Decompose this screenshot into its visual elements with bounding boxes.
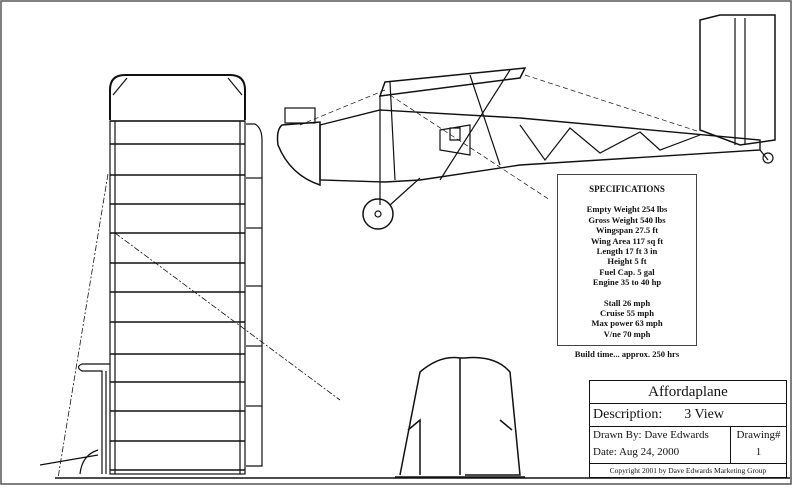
title-block: Affordaplane Description: 3 View Drawn By…	[589, 380, 787, 478]
spec-item: Engine 35 to 40 hp	[592, 277, 662, 288]
performance-item: V/ne 70 mph	[603, 328, 651, 339]
spec-item: Gross Weight 540 lbs	[588, 214, 666, 225]
fuselage-end-view	[39, 173, 341, 479]
copyright: Copyright 2001 by Dave Edwards Marketing…	[609, 466, 767, 475]
performance-item: Max power 63 mph	[591, 318, 663, 329]
spec-item: Empty Weight 254 lbs	[586, 204, 668, 215]
spec-item: Fuel Cap. 5 gal	[599, 266, 655, 277]
drawing-date: Date: Aug 24, 2000	[593, 446, 680, 458]
drawing-number-label: Drawing#	[736, 429, 781, 441]
performance-item: Stall 26 mph	[603, 297, 651, 308]
performance-item: Cruise 55 mph	[600, 308, 654, 319]
description-value: 3 View	[684, 407, 724, 422]
spec-item: Length 17 ft 3 in	[596, 246, 658, 257]
description-row: Description: 3 View	[590, 404, 786, 427]
drawing-border	[0, 0, 792, 485]
main-wheel	[362, 198, 394, 230]
spec-item: Wingspan 27.5 ft	[595, 225, 659, 236]
drawn-by: Drawn By: Dave Edwards	[593, 429, 709, 441]
spec-item: Height 5 ft	[607, 256, 647, 267]
spec-item: Wing Area 117 sq ft	[590, 235, 664, 246]
drawing-title: Affordaplane	[590, 381, 786, 404]
tail-front-view	[395, 356, 525, 478]
aircraft-side-view	[276, 14, 776, 230]
description-label: Description:	[593, 407, 663, 422]
wing-top-view	[109, 74, 263, 475]
drawing-number: 1	[755, 446, 762, 458]
specifications-heading: SPECIFICATIONS	[589, 184, 665, 194]
specifications-panel: SPECIFICATIONS Empty Weight 254 lbs Gros…	[557, 174, 697, 359]
build-time: Build time... approx. 250 hrs	[574, 349, 680, 360]
